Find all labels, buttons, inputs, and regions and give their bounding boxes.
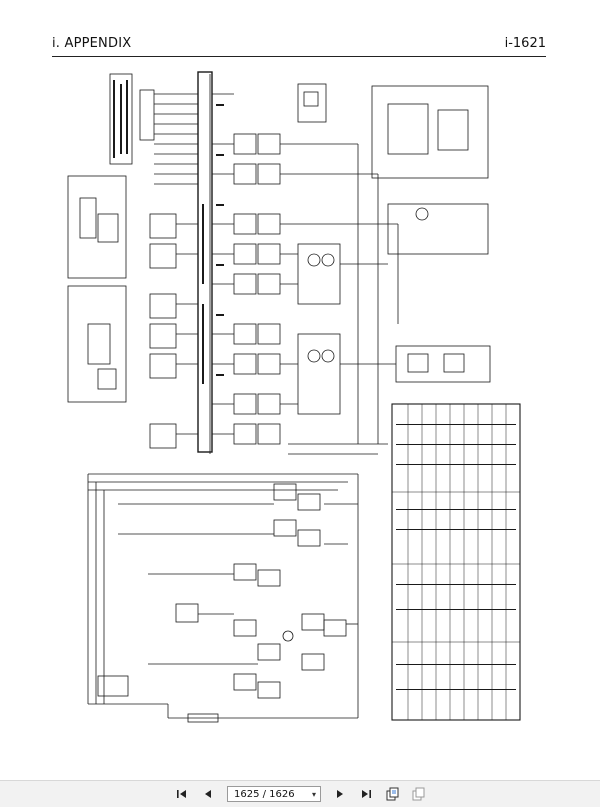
next-page-icon[interactable] bbox=[332, 786, 348, 802]
inset-box-top-right bbox=[371, 85, 489, 179]
page-indicator: 1625 / 1626 bbox=[234, 788, 295, 800]
page-number-select[interactable]: 1625 / 1626 ▾ bbox=[227, 786, 321, 802]
inset-box-top-center bbox=[297, 83, 327, 123]
page-header-title: i. APPENDIX bbox=[52, 36, 132, 51]
module-box-upper bbox=[297, 243, 341, 305]
wiring-diagram bbox=[67, 71, 521, 723]
viewer-toolbar: 1625 / 1626 ▾ bbox=[0, 780, 600, 807]
inset-box-right-mid bbox=[395, 345, 491, 383]
fit-page-icon[interactable] bbox=[384, 786, 400, 802]
main-controller-block bbox=[197, 71, 213, 453]
prev-page-icon[interactable] bbox=[200, 786, 216, 802]
header-rule bbox=[52, 56, 546, 57]
first-page-icon[interactable] bbox=[174, 786, 190, 802]
fit-width-icon[interactable] bbox=[410, 786, 426, 802]
chevron-down-icon: ▾ bbox=[311, 789, 316, 799]
wire-table bbox=[391, 403, 521, 721]
inset-box-left-top bbox=[67, 175, 127, 279]
module-box-lower bbox=[297, 333, 341, 415]
inset-box-left-mid bbox=[67, 285, 127, 403]
fuse-label-box bbox=[109, 73, 133, 165]
inset-box-right-upper bbox=[387, 203, 489, 255]
document-page: i. APPENDIX i-1621 bbox=[52, 36, 546, 723]
last-page-icon[interactable] bbox=[358, 786, 374, 802]
page-header-number: i-1621 bbox=[504, 36, 546, 51]
